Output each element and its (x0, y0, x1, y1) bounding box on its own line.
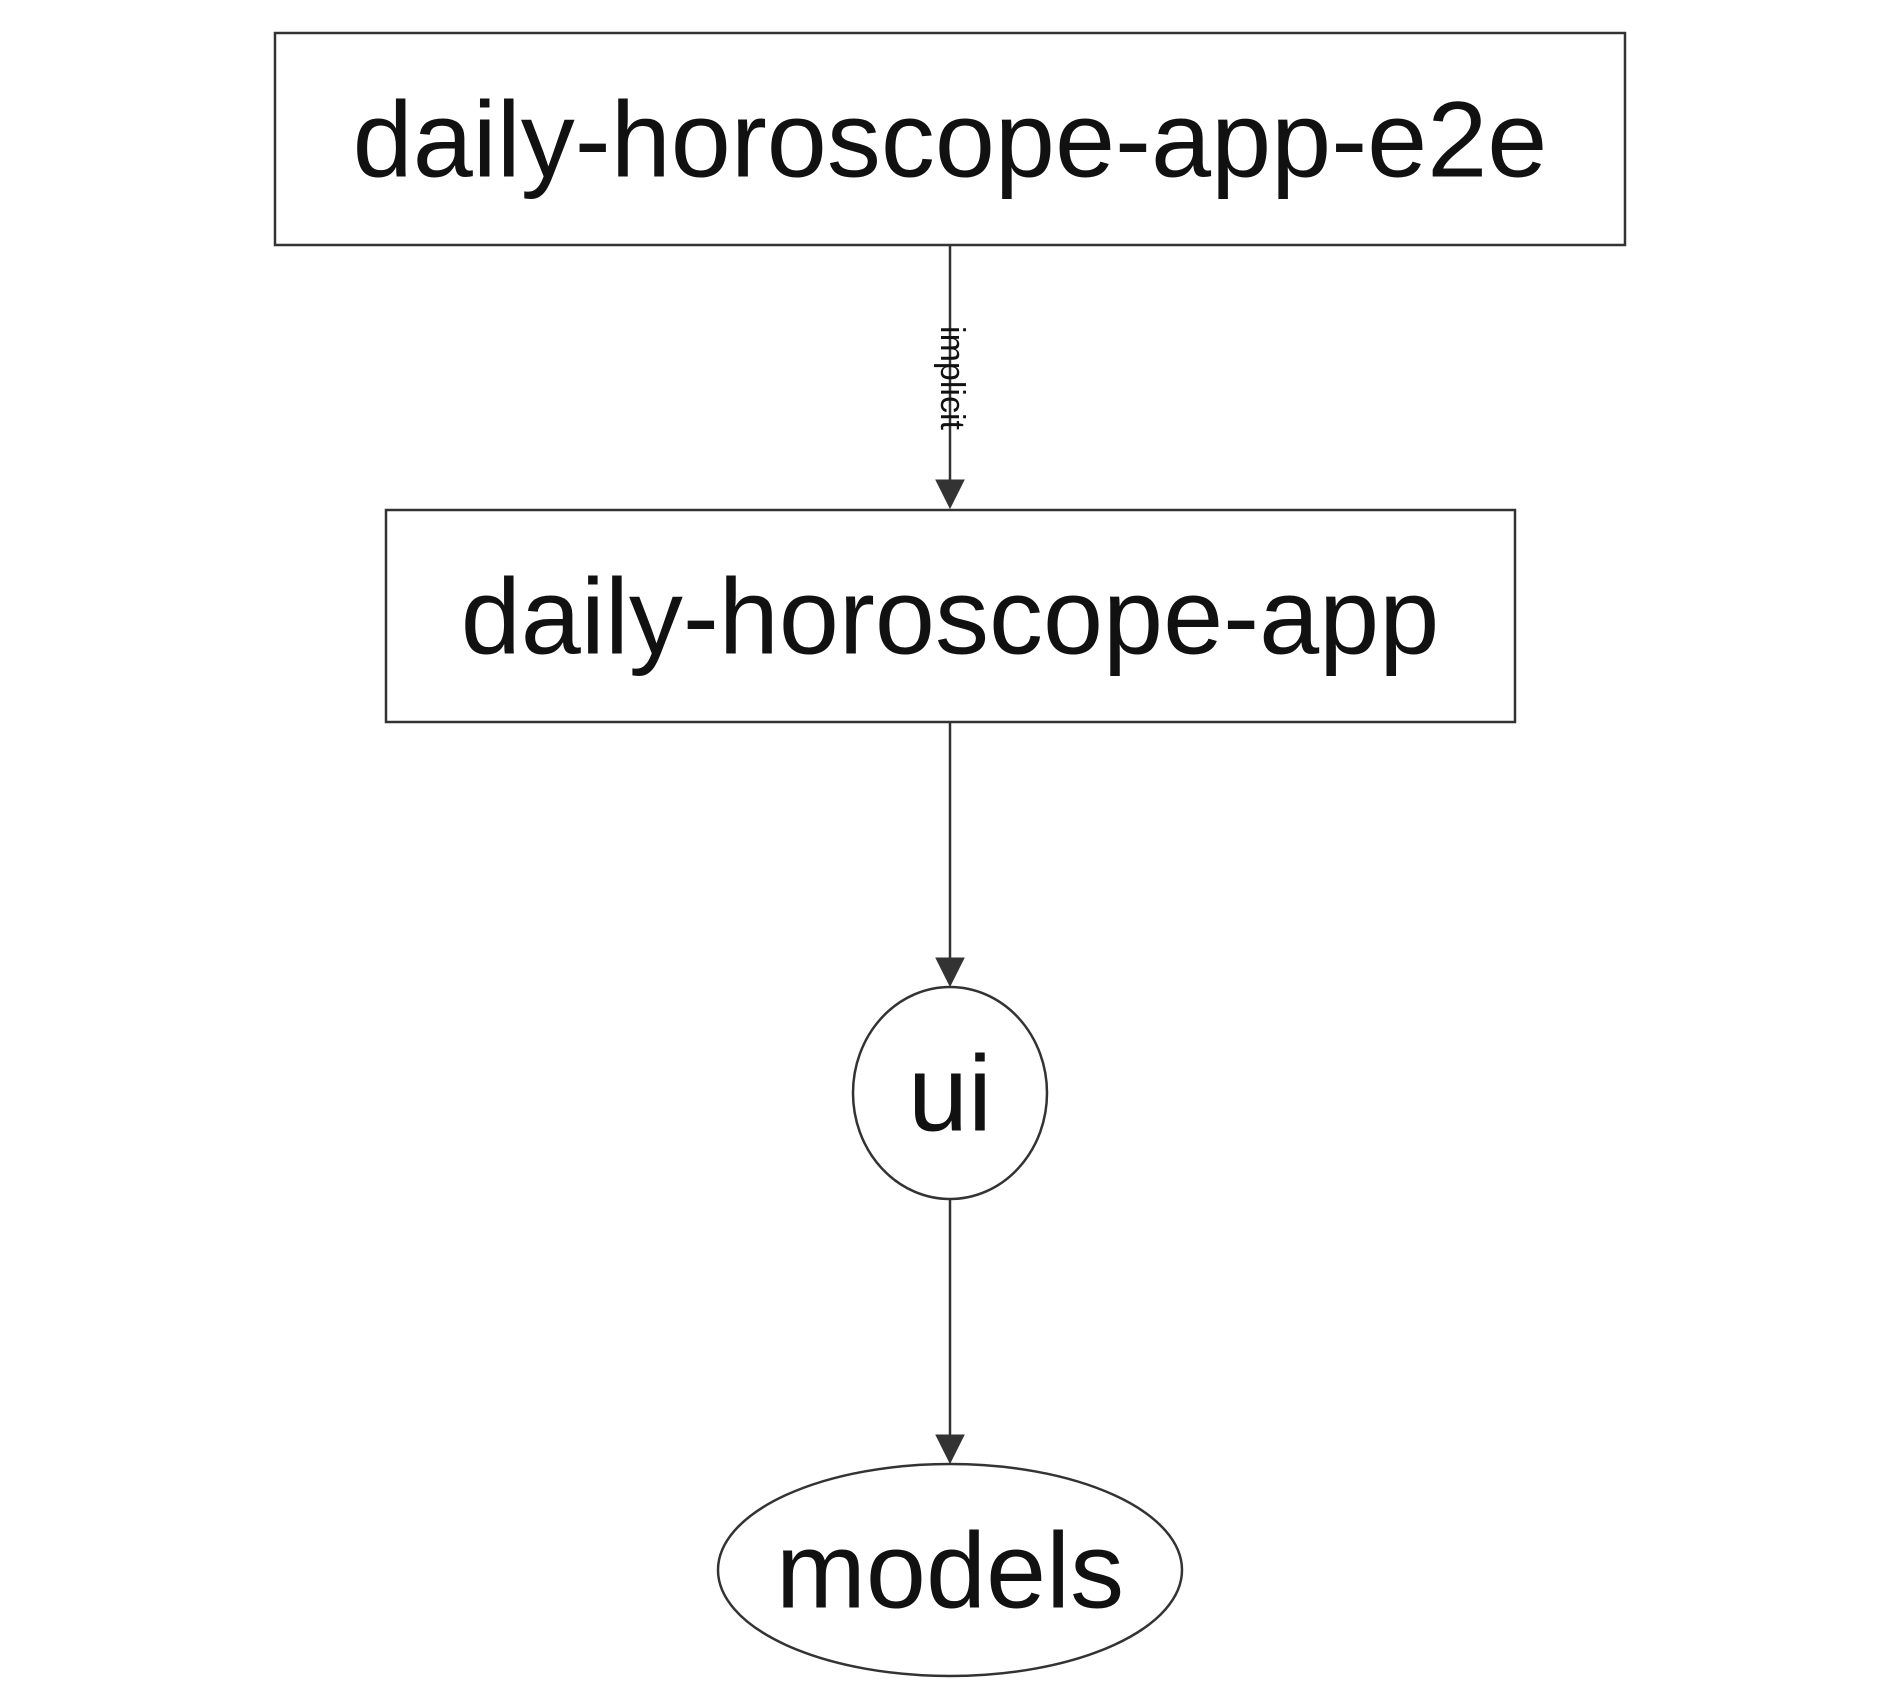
node-label: ui (908, 1033, 992, 1154)
arrowhead-icon (935, 1434, 965, 1465)
node-daily-horoscope-app[interactable]: daily-horoscope-app (384, 508, 1517, 724)
edge-e2e-to-app: implicit (933, 245, 971, 510)
node-label: daily-horoscope-app (461, 556, 1440, 677)
edge-app-to-ui (935, 722, 965, 988)
arrowhead-icon (935, 479, 965, 510)
arrowhead-icon (935, 957, 965, 988)
node-models[interactable]: models (716, 1462, 1184, 1678)
node-box (273, 31, 1627, 247)
node-box (384, 508, 1517, 724)
edge-label-implicit: implicit (933, 326, 971, 430)
node-label: daily-horoscope-app-e2e (353, 79, 1548, 200)
node-label: models (776, 1510, 1124, 1631)
edge-ui-to-models (935, 1199, 965, 1465)
node-ellipse (716, 1462, 1184, 1678)
node-daily-horoscope-app-e2e[interactable]: daily-horoscope-app-e2e (273, 31, 1627, 247)
node-ui[interactable]: ui (851, 985, 1049, 1201)
